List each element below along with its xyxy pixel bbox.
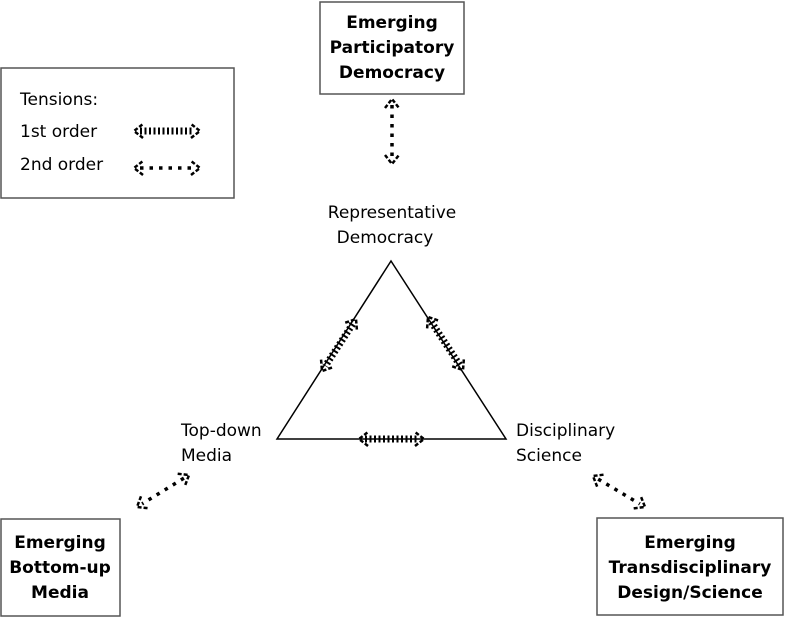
arrow-head-icon	[451, 358, 466, 372]
representative-line-2: Democracy	[337, 228, 434, 248]
arrow-head-icon	[131, 123, 144, 139]
first-order-tension-arrow-left-edge	[319, 317, 359, 373]
arrow-head-icon	[384, 154, 400, 167]
arrow-head-icon	[135, 495, 149, 510]
second-order-tension-arrow-bottom-up	[135, 472, 191, 510]
legend-item-1st-order: 1st order	[20, 122, 97, 142]
second-order-arrow-icon	[131, 160, 203, 176]
node-emerging-bottom-up-media: Emerging Bottom-up Media	[0, 518, 121, 617]
node-representative-democracy: Representative Democracy	[328, 203, 456, 248]
transdisciplinary-line-2: Transdisciplinary	[609, 558, 772, 578]
arrow-shaft	[141, 476, 185, 506]
node-emerging-transdisciplinary-design-science: Emerging Transdisciplinary Design/Scienc…	[596, 517, 784, 616]
disciplinary-line-1: Disciplinary	[516, 421, 615, 441]
participatory-line-3: Democracy	[339, 63, 445, 83]
arrow-head-icon	[177, 472, 191, 487]
arrow-head-icon	[591, 473, 605, 488]
arrow-head-icon	[414, 431, 427, 447]
tension-triangle	[275, 259, 508, 440]
arrow-head-icon	[633, 495, 647, 510]
arrow-shaft	[428, 320, 463, 367]
disciplinary-line-2: Science	[516, 446, 582, 466]
second-order-tension-arrow-participatory	[384, 96, 400, 167]
first-order-tension-arrow-bottom-edge	[356, 431, 427, 447]
participatory-line-2: Participatory	[330, 38, 455, 58]
node-emerging-participatory-democracy: Emerging Participatory Democracy	[319, 1, 465, 95]
transdisciplinary-line-1: Emerging	[644, 533, 736, 553]
arrow-head-icon	[384, 96, 400, 109]
arrow-head-icon	[190, 160, 203, 176]
arrow-shaft	[597, 477, 641, 506]
first-order-arrow-icon	[131, 123, 203, 139]
bottomup-line-2: Bottom-up	[9, 558, 111, 578]
arrow-head-icon	[319, 359, 334, 373]
arrow-head-icon	[425, 315, 440, 329]
node-disciplinary-science: Disciplinary Science	[516, 421, 615, 466]
arrow-head-icon	[131, 160, 144, 176]
arrow-head-icon	[344, 317, 359, 331]
arrow-shaft	[322, 322, 356, 368]
participatory-box	[319, 1, 465, 95]
participatory-line-1: Emerging	[346, 13, 438, 33]
bottomup-line-1: Emerging	[14, 533, 106, 553]
bottomup-line-3: Media	[31, 583, 89, 603]
transdisciplinary-line-3: Design/Science	[617, 583, 762, 603]
bottomup-box	[0, 518, 121, 617]
arrow-head-icon	[190, 123, 203, 139]
legend-title: Tensions:	[19, 90, 98, 110]
legend-item-2nd-order: 2nd order	[20, 155, 103, 175]
legend-box	[0, 67, 235, 199]
topdown-line-1: Top-down	[180, 421, 262, 441]
first-order-tension-arrow-right-edge	[425, 315, 466, 372]
legend: Tensions: 1st order 2nd order	[0, 67, 235, 199]
topdown-line-2: Media	[181, 446, 232, 466]
second-order-tension-arrow-transdisciplinary	[591, 473, 647, 510]
transdisciplinary-box	[596, 517, 784, 616]
arrow-head-icon	[356, 431, 369, 447]
representative-line-1: Representative	[328, 203, 456, 223]
node-top-down-media: Top-down Media	[180, 421, 262, 466]
